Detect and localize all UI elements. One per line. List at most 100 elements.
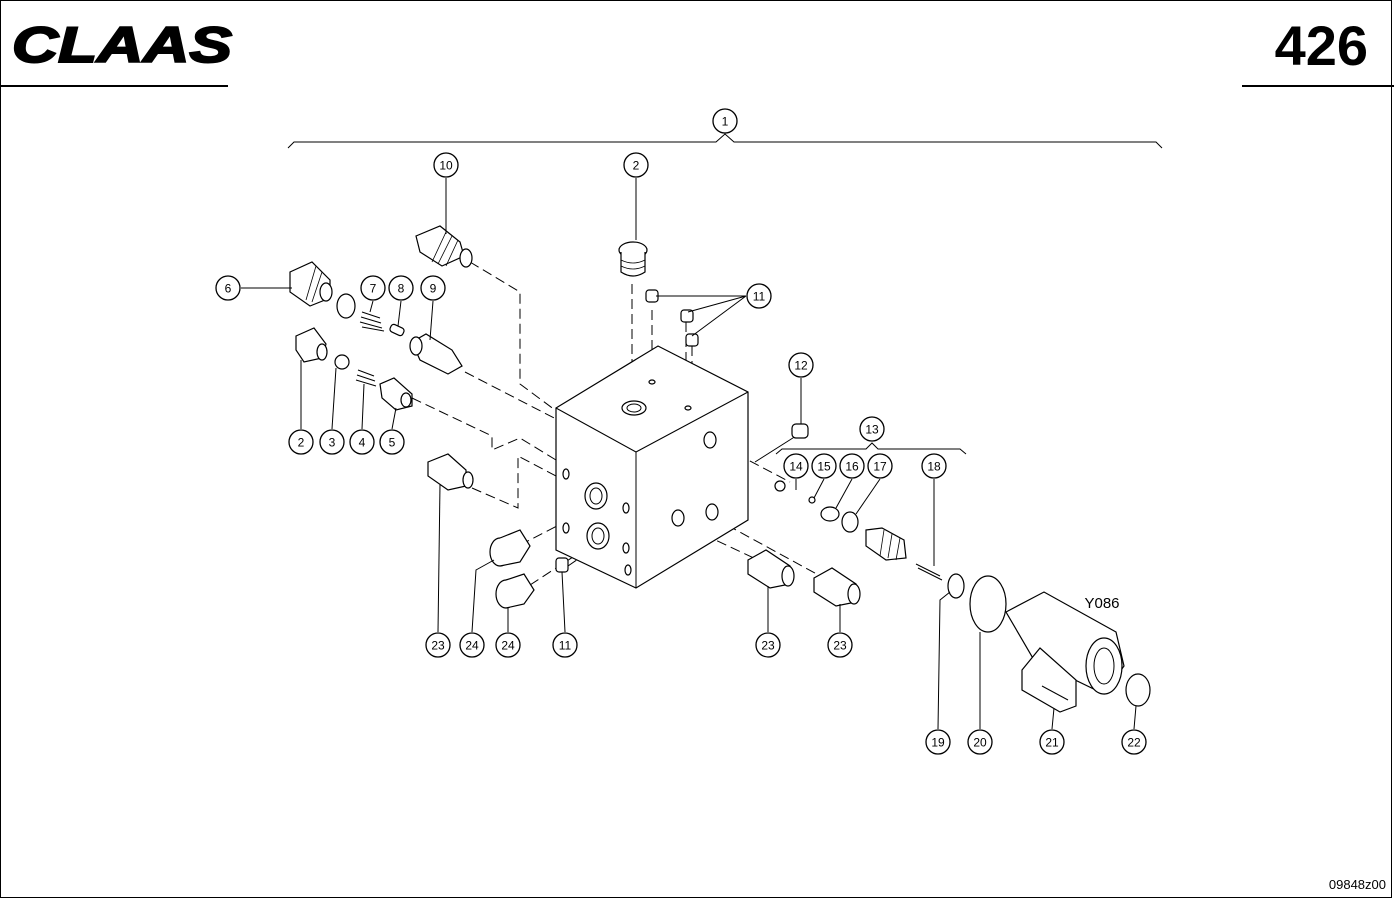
callout-number: 1: [722, 115, 729, 129]
callout-number: 2: [298, 436, 305, 450]
callout-circle: [839, 453, 865, 479]
page-number: 426: [1274, 14, 1368, 77]
callout-circle: [788, 352, 814, 378]
callout-circle: [420, 275, 446, 301]
callout-number: 13: [865, 423, 879, 437]
callout-circle: [859, 416, 885, 442]
callout-number: 10: [439, 159, 453, 173]
callout-c11-top: 11: [746, 283, 772, 309]
callout-number: 19: [931, 736, 945, 750]
callout-number: 24: [465, 639, 479, 653]
callout-c4: 4: [349, 429, 375, 455]
ring-20: [969, 575, 1007, 633]
callout-number: 8: [398, 282, 405, 296]
callout-number: 3: [329, 436, 336, 450]
callout-circle: [746, 283, 772, 309]
callout-c8: 8: [388, 275, 414, 301]
callout-number: 14: [789, 460, 803, 474]
plug-11-b: [680, 309, 694, 323]
callout-number: 17: [873, 460, 887, 474]
callout-circle: [623, 152, 649, 178]
callout-c23-b: 23: [755, 632, 781, 658]
callout-number: 23: [431, 639, 445, 653]
cartridge-valve: [865, 527, 907, 561]
callout-number: 21: [1045, 736, 1059, 750]
callout-c9: 9: [420, 275, 446, 301]
part-15: [808, 496, 816, 504]
spring-4: [355, 369, 377, 387]
callout-number: 20: [973, 736, 987, 750]
ball-3: [334, 354, 350, 370]
callout-c2-left: 2: [288, 429, 314, 455]
solenoid-coil-21: [1005, 591, 1125, 713]
callout-number: 15: [817, 460, 831, 474]
fitting-23-c: [813, 567, 861, 607]
callout-c13: 13: [859, 416, 885, 442]
callout-c6: 6: [215, 275, 241, 301]
callout-circle: [459, 632, 485, 658]
callout-c17: 17: [867, 453, 893, 479]
callout-number: 4: [359, 436, 366, 450]
callout-c1: 1: [712, 108, 738, 134]
ring-22: [1125, 673, 1151, 707]
callout-c24-b: 24: [495, 632, 521, 658]
plug-11-c: [685, 333, 699, 347]
callout-circle: [349, 429, 375, 455]
brand-text: CLAAS: [12, 18, 232, 68]
claas-logo: CLAAS: [12, 18, 233, 68]
callout-c12: 12: [788, 352, 814, 378]
callout-c2-top: 2: [623, 152, 649, 178]
pin-18: [915, 563, 943, 581]
callout-c10: 10: [433, 152, 459, 178]
plug-24-a: [489, 529, 531, 567]
callout-circle: [360, 275, 386, 301]
callout-circle: [967, 729, 993, 755]
plug-6: [289, 261, 356, 319]
drawing-code: 09848z00: [1328, 877, 1386, 892]
callout-c5: 5: [379, 429, 405, 455]
callout-number: 9: [430, 282, 437, 296]
callout-c14: 14: [783, 453, 809, 479]
callout-circle: [425, 632, 451, 658]
callout-c19: 19: [925, 729, 951, 755]
ring-17: [841, 511, 859, 533]
callout-number: 11: [559, 639, 572, 653]
callout-circle: [552, 632, 578, 658]
plug-12: [791, 423, 809, 439]
callout-number: 5: [389, 436, 396, 450]
fitting-10: [415, 225, 473, 268]
callout-c3: 3: [319, 429, 345, 455]
plug-24-b: [495, 573, 535, 609]
callout-circle: [925, 729, 951, 755]
callout-number: 11: [753, 290, 766, 304]
ring-19: [947, 573, 965, 599]
callout-number: 24: [501, 639, 515, 653]
callout-c21: 21: [1039, 729, 1065, 755]
callout-circle: [288, 429, 314, 455]
callout-circle: [1039, 729, 1065, 755]
callout-circle: [433, 152, 459, 178]
callout-circle: [755, 632, 781, 658]
callout-circle: [783, 453, 809, 479]
callout-circle: [811, 453, 837, 479]
header-rule-right: [1242, 85, 1394, 87]
callout-number: 18: [927, 460, 941, 474]
callout-circle: [495, 632, 521, 658]
sleeve-5: [379, 377, 413, 411]
plug-2-left: [295, 327, 328, 363]
callout-circle: [1121, 729, 1147, 755]
callout-c20: 20: [967, 729, 993, 755]
callout-c15: 15: [811, 453, 837, 479]
valve-9: [409, 333, 463, 375]
part-14: [774, 480, 786, 492]
callout-number: 16: [845, 460, 859, 474]
callout-c7: 7: [360, 275, 386, 301]
callout-number: 23: [761, 639, 775, 653]
callout-c23-a: 23: [425, 632, 451, 658]
callout-number: 22: [1127, 736, 1141, 750]
kit-bracket: [775, 442, 967, 455]
callout-circle: [827, 632, 853, 658]
callout-circle: [712, 108, 738, 134]
callout-number: 7: [370, 282, 377, 296]
